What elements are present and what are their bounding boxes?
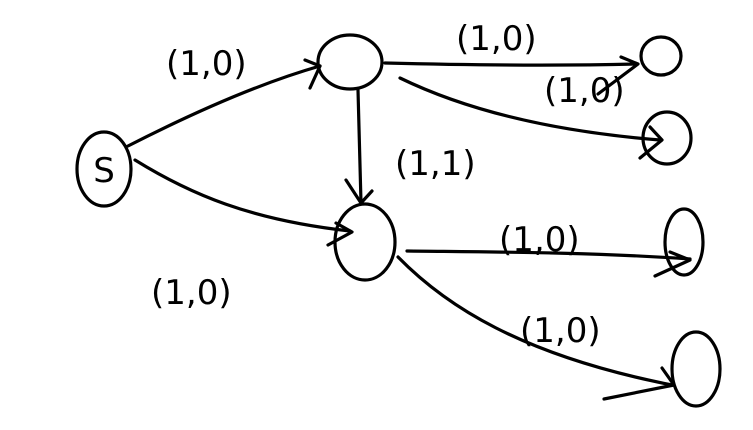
node-t1	[639, 35, 683, 77]
edge-b-t4	[396, 255, 676, 401]
edge-a-b	[344, 88, 374, 205]
edge-s-b	[133, 158, 354, 247]
edge-label-a-t1: (1,0)	[456, 19, 537, 59]
edge-s-a	[126, 58, 322, 148]
edge-label-a-b: (1,1)	[395, 144, 476, 184]
edge-label-b-t3: (1,0)	[499, 220, 580, 260]
edge-a-t2	[398, 76, 664, 160]
node-s-label: S	[93, 151, 115, 191]
node-t3	[663, 207, 705, 277]
node-b	[333, 202, 397, 282]
edge-a-t1	[383, 55, 640, 96]
node-s: S	[75, 130, 133, 208]
edge-b-t3	[405, 249, 692, 278]
edge-label-a-t2: (1,0)	[544, 71, 625, 111]
edge-label-s-a: (1,0)	[166, 44, 247, 84]
edge-label-b-t4: (1,0)	[520, 311, 601, 351]
edge-label-s-b: (1,0)	[151, 273, 232, 313]
node-a	[316, 33, 384, 91]
node-t4	[670, 330, 722, 408]
